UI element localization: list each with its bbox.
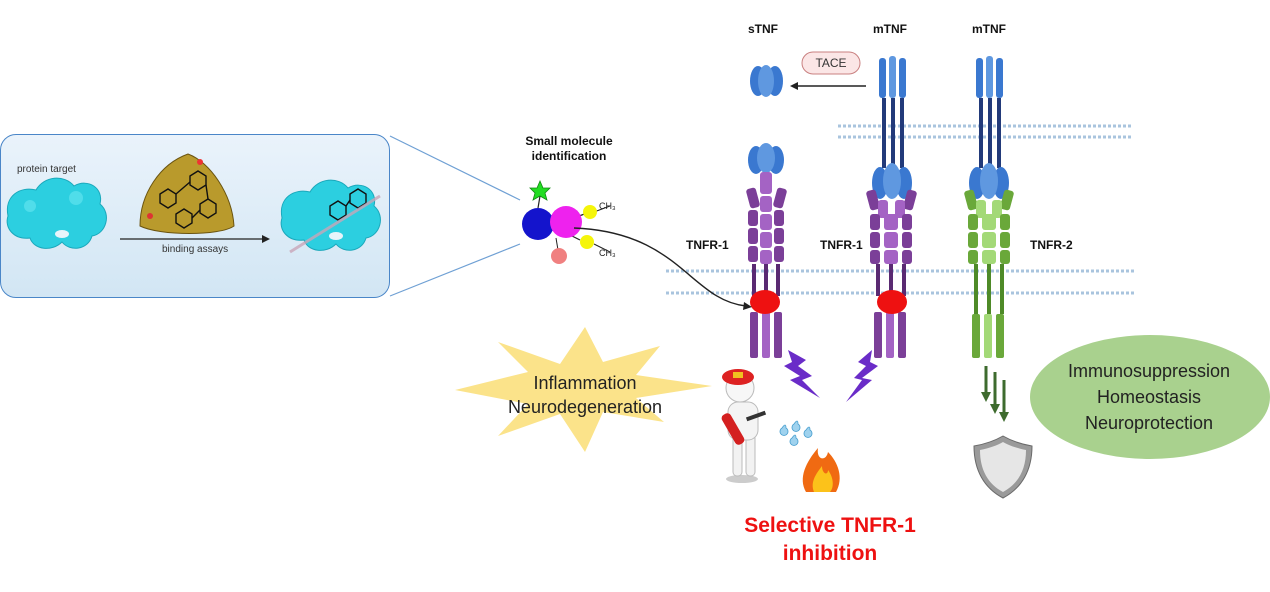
small-molecule-title-line1: Small molecule bbox=[525, 134, 613, 148]
compound-library-structure bbox=[139, 153, 235, 234]
callout-line-top bbox=[389, 135, 521, 201]
atom-magenta bbox=[550, 206, 582, 238]
atom-oxygen bbox=[551, 248, 567, 264]
mtnf-1 bbox=[872, 56, 912, 199]
arrow-head-icon bbox=[262, 235, 270, 243]
conclusion-line2: inhibition bbox=[782, 542, 878, 565]
inhibitor-binding-arrow bbox=[573, 227, 747, 307]
arrow-head-icon bbox=[790, 82, 798, 90]
binding-assays-label: binding assays bbox=[162, 244, 229, 255]
protein-target-structure bbox=[6, 177, 107, 249]
tnfr1-label-center: TNFR-1 bbox=[820, 238, 863, 252]
signal-bolt-left bbox=[784, 350, 820, 398]
tnfr1-center bbox=[866, 189, 917, 358]
protective-outcome-oval bbox=[1030, 335, 1270, 459]
signal-bolt-center bbox=[846, 350, 878, 402]
lower-membrane bbox=[666, 269, 1136, 295]
atom-yellow-bottom bbox=[580, 235, 594, 249]
tace-badge bbox=[801, 51, 861, 75]
immunosuppression-label: Immunosuppression bbox=[1067, 361, 1231, 381]
atom-blue bbox=[522, 208, 554, 240]
inhibitor-center bbox=[877, 290, 907, 314]
small-molecule bbox=[522, 179, 611, 264]
inflammation-label: Inflammation bbox=[533, 373, 637, 393]
stnf-trimer bbox=[750, 65, 783, 97]
positive-outcome-text: Immunosuppression Homeostasis Neuroprote… bbox=[1034, 358, 1264, 436]
tnfr2-label: TNFR-2 bbox=[1030, 238, 1073, 252]
inflammation-burst bbox=[455, 327, 712, 452]
small-molecule-title: Small molecule identification bbox=[514, 134, 624, 164]
neuroprotection-label: Neuroprotection bbox=[1084, 413, 1214, 433]
callout-line-bottom bbox=[389, 243, 521, 297]
homeostasis-label: Homeostasis bbox=[1096, 387, 1202, 407]
tnfr2-right bbox=[964, 189, 1014, 358]
neurodegeneration-label: Neurodegeneration bbox=[507, 397, 663, 417]
mtnf-2 bbox=[969, 56, 1009, 199]
fire-icon bbox=[802, 448, 840, 492]
tnfr1-label-left: TNFR-1 bbox=[686, 238, 729, 252]
methyl-top-label: CH₃ bbox=[599, 201, 616, 211]
inhibitor-left bbox=[750, 290, 780, 314]
atom-yellow-top bbox=[583, 205, 597, 219]
mtnf-label-2: mTNF bbox=[972, 22, 1006, 36]
stnf-label: sTNF bbox=[748, 22, 778, 36]
firefighter-figure-icon bbox=[721, 369, 767, 483]
assay-illustration bbox=[6, 153, 381, 254]
downstream-arrows bbox=[981, 366, 1009, 422]
small-molecule-title-line2: identification bbox=[531, 149, 607, 163]
conclusion-title: Selective TNFR-1 inhibition bbox=[690, 512, 970, 568]
negative-outcome-text: Inflammation Neurodegeneration bbox=[470, 371, 700, 419]
mtnf-label-1: mTNF bbox=[873, 22, 907, 36]
bound-target-structure bbox=[280, 179, 381, 254]
upper-membrane bbox=[838, 124, 1132, 140]
tace-label: TACE bbox=[815, 56, 847, 70]
star-icon bbox=[529, 179, 551, 201]
shield-icon bbox=[973, 435, 1033, 499]
conclusion-line1: Selective TNFR-1 bbox=[744, 514, 916, 537]
tnfr1-left bbox=[746, 143, 787, 358]
arrow-head-icon bbox=[743, 302, 752, 310]
methyl-bottom-label: CH₃ bbox=[599, 248, 616, 258]
protein-target-label: protein target bbox=[17, 164, 76, 175]
water-droplets-icon bbox=[779, 420, 813, 446]
